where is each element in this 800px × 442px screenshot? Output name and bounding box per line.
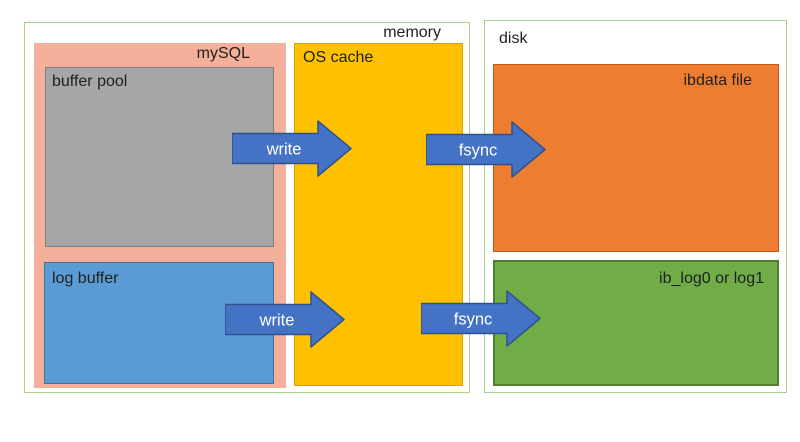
write-arrow-bottom: write [225,291,345,349]
right-arrow-icon: fsync [421,290,541,347]
write-arrow-bottom-label: write [259,312,295,330]
write-arrow-top-label: write [266,141,302,159]
right-arrow-icon: fsync [426,121,546,178]
disk-label: disk [499,30,528,47]
fsync-arrow-bottom: fsync [421,290,541,348]
fsync-arrow-bottom-label: fsync [454,311,493,329]
memory-container: memory mySQL buffer pool log buffer OS c… [24,22,470,393]
log-buffer-label: log buffer [52,270,119,287]
mysql-label: mySQL [196,45,250,62]
ib-log-label: ib_log0 or log1 [659,270,764,287]
disk-container: disk ibdata file ib_log0 or log1 [484,20,787,393]
os-cache-label: OS cache [303,49,374,66]
right-arrow-icon: write [225,291,345,348]
fsync-arrow-top-label: fsync [459,142,498,160]
buffer-pool-label: buffer pool [52,73,128,90]
right-arrow-icon: write [232,120,352,177]
write-arrow-top: write [232,120,352,178]
memory-label: memory [383,24,441,41]
ibdata-file-label: ibdata file [683,72,753,89]
fsync-arrow-top: fsync [426,121,546,179]
